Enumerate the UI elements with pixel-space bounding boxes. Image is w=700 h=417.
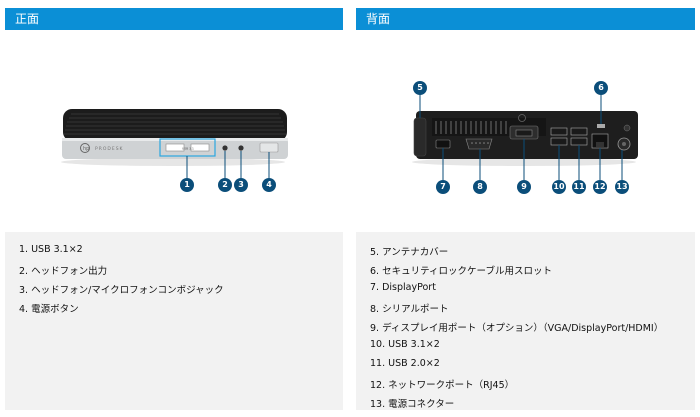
callout-2: 2 (218, 178, 232, 192)
list-item: 6. セキュリティロックケーブル用スロット (370, 266, 552, 277)
list-item: 8. シリアルポート (370, 304, 449, 315)
list-item: 11. USB 2.0×2 (370, 358, 440, 369)
list-item: 4. 電源ボタン (19, 304, 79, 315)
list-item: 9. ディスプレイ用ポート（オプション）（VGA/DisplayPort/HDM… (370, 323, 664, 334)
callout-8: 8 (473, 180, 487, 194)
back-displayport (435, 139, 451, 149)
power-button (259, 142, 279, 153)
headphone-jack (222, 145, 228, 151)
list-item: 12. ネットワークポート（RJ45） (370, 380, 515, 391)
callout-7: 7 (436, 180, 450, 194)
svg-text:hp: hp (83, 146, 89, 152)
front-view-panel: hp PRODESK USB 3.1 1 2 3 4 (5, 30, 343, 230)
front-usb-port-b (190, 143, 210, 152)
callout-4: 4 (262, 178, 276, 192)
list-item: 3. ヘッドフォン/マイクロフォンコンボジャック (19, 285, 224, 296)
back-port-list: 5. アンテナカバー 6. セキュリティロックケーブル用スロット 7. Disp… (356, 232, 695, 410)
back-section-header: 背面 (356, 8, 695, 30)
callout-10: 10 (552, 180, 566, 194)
front-brand-text: PRODESK (95, 146, 124, 152)
list-item: 13. 電源コネクター (370, 399, 455, 410)
back-serial-port (465, 138, 493, 150)
front-device-illustration: hp PRODESK USB 3.1 (61, 109, 288, 178)
callout-11: 11 (572, 180, 586, 194)
callout-6: 6 (594, 81, 608, 95)
front-port-list: 1. USB 3.1×2 2. ヘッドフォン出力 3. ヘッドフォン/マイクロフ… (5, 232, 343, 410)
callout-9: 9 (517, 180, 531, 194)
combo-jack (238, 145, 244, 151)
list-item: 5. アンテナカバー (370, 247, 449, 258)
callout-13: 13 (615, 180, 629, 194)
callout-5: 5 (413, 81, 427, 95)
list-item: 2. ヘッドフォン出力 (19, 266, 108, 277)
front-usb-port-a (165, 143, 185, 152)
callout-1: 1 (180, 178, 194, 192)
list-item: 1. USB 3.1×2 (19, 244, 83, 255)
front-usb-label: USB 3.1 (182, 147, 194, 151)
back-device-illustration (412, 94, 638, 180)
callout-3: 3 (234, 178, 248, 192)
callout-12: 12 (593, 180, 607, 194)
list-item: 10. USB 3.1×2 (370, 339, 440, 350)
list-item: 7. DisplayPort (370, 282, 436, 293)
back-view-panel: 5 6 7 8 9 10 11 12 13 (356, 30, 695, 230)
front-section-header: 正面 (5, 8, 343, 30)
